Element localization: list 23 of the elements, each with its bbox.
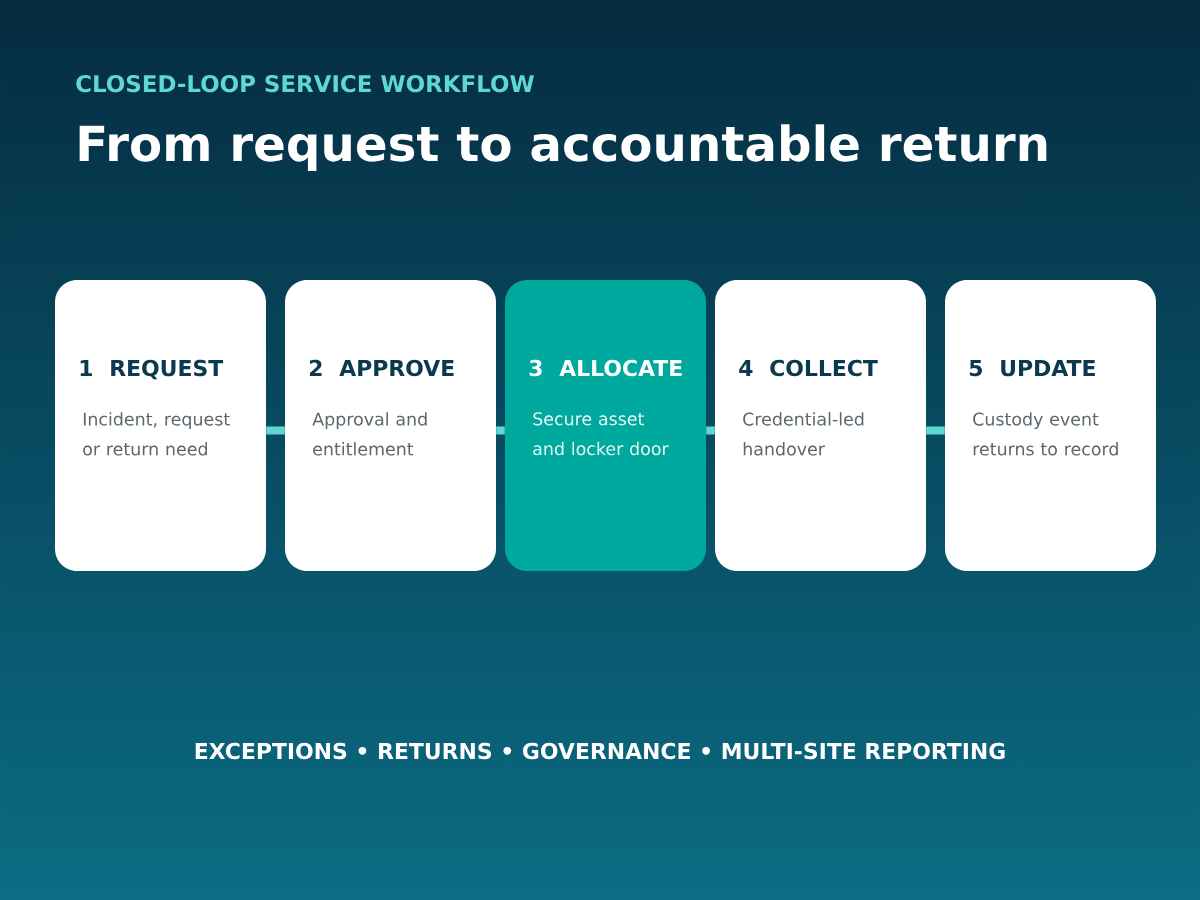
- step-title: UPDATE: [1001, 360, 1095, 377]
- step-card: [55, 280, 266, 571]
- step-number: 5: [969, 360, 982, 377]
- step-title: REQUEST: [111, 359, 224, 380]
- step-description: Approval and entitlement: [312, 412, 427, 456]
- step-number: 1: [80, 360, 92, 376]
- step-card: [715, 280, 926, 571]
- step-card: [945, 280, 1156, 571]
- title: From request to accountable return: [79, 124, 1047, 172]
- step-number: 2: [309, 359, 322, 376]
- step-description: Credential-led handover: [743, 412, 864, 456]
- step-title: ALLOCATE: [559, 359, 682, 377]
- step-number: 3: [529, 359, 542, 377]
- step-description: Secure asset and locker door: [533, 412, 669, 456]
- step-card: [285, 280, 496, 571]
- footer-tagline: EXCEPTIONS • RETURNS • GOVERNANCE • MULTI-SITE REPORTING: [195, 742, 1005, 760]
- step-title: APPROVE: [339, 359, 454, 377]
- kicker-text: CLOSED-LOOP SERVICE WORKFLOW: [76, 74, 534, 93]
- step-description: Incident, request or return need: [83, 412, 230, 456]
- step-number: 4: [739, 360, 753, 376]
- step-card: [505, 280, 706, 571]
- step-title: COLLECT: [770, 359, 878, 377]
- step-description: Custody event returns to record: [973, 412, 1118, 456]
